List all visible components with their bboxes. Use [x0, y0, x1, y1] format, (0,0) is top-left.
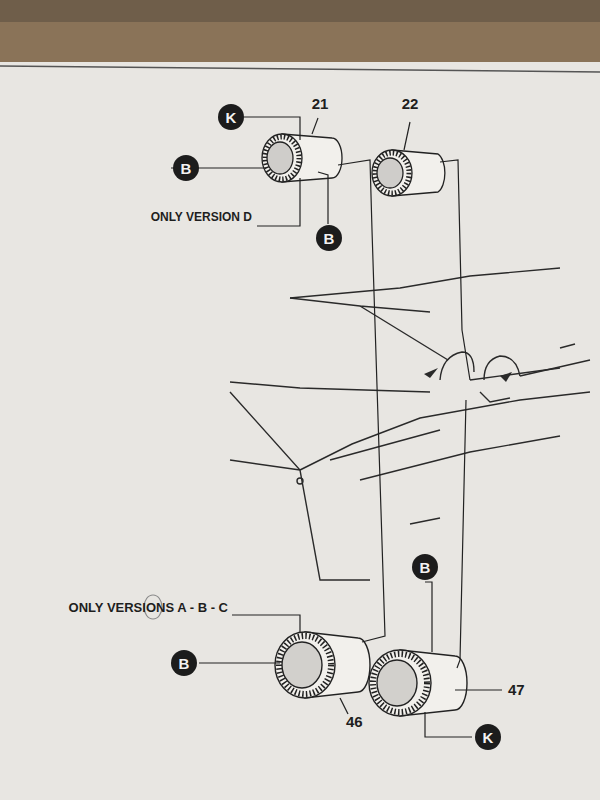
letter-callout: K: [218, 104, 244, 130]
callout-letter: B: [179, 656, 190, 671]
letter-callout: B: [171, 650, 197, 676]
callout-letter: K: [483, 730, 494, 745]
callout-letter: B: [420, 560, 431, 575]
version-note: ONLY VERSIONS A - B - C: [69, 601, 228, 615]
letter-callout: B: [316, 225, 342, 251]
part-number: 21: [312, 96, 329, 113]
part-number: 22: [402, 96, 419, 113]
version-note: ONLY VERSION D: [151, 211, 252, 224]
callout-letter: B: [324, 231, 335, 246]
part-number: 46: [346, 714, 363, 731]
letter-callout: B: [173, 155, 199, 181]
letter-callout: K: [475, 724, 501, 750]
part-number: 47: [508, 682, 525, 699]
callout-letter: K: [226, 110, 237, 125]
letter-callout: B: [412, 554, 438, 580]
callout-letter: B: [181, 161, 192, 176]
